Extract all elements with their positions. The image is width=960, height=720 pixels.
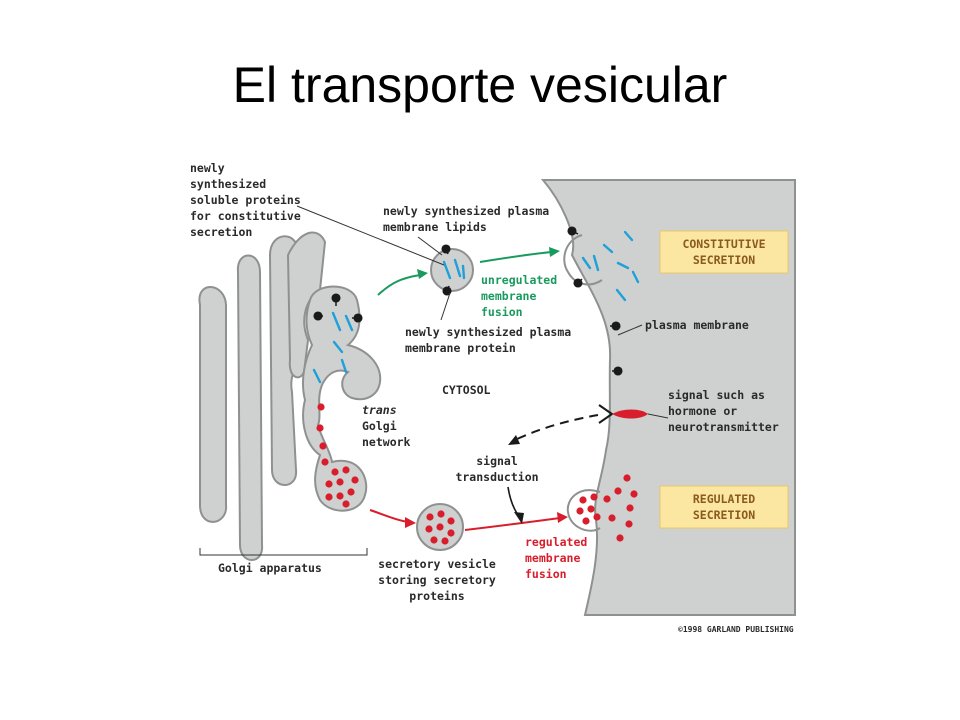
svg-text:proteins: proteins	[409, 589, 464, 603]
constitutive-secretion-box	[659, 230, 789, 274]
svg-text:membrane protein: membrane protein	[405, 341, 516, 355]
svg-text:membrane: membrane	[525, 551, 580, 565]
label-membrane-lipids: newly synthesized plasma membrane lipids	[383, 204, 549, 234]
leader-lines	[199, 205, 669, 556]
label-soluble-proteins: newly synthesized soluble proteins for c…	[190, 161, 301, 239]
svg-text:newly: newly	[190, 161, 225, 175]
label-secretory-vesicle: secretory vesicle storing secretory prot…	[378, 557, 496, 603]
svg-text:REGULATED: REGULATED	[693, 492, 755, 506]
constitutive-vesicle	[430, 248, 474, 292]
label-membrane-protein: newly synthesized plasma membrane protei…	[405, 325, 571, 355]
svg-text:Golgi: Golgi	[362, 419, 397, 433]
svg-text:SECRETION: SECRETION	[693, 253, 755, 267]
svg-text:secretion: secretion	[190, 225, 252, 239]
golgi-stack	[198, 231, 327, 561]
regulated-secretion-box	[659, 485, 789, 529]
secretory-granules	[316, 403, 638, 545]
label-regulated-fusion: regulated membrane fusion	[525, 535, 587, 581]
label-unregulated-fusion: unregulated membrane fusion	[481, 273, 557, 319]
trans-golgi-network	[302, 285, 382, 512]
regulated-arrows	[369, 509, 561, 531]
svg-text:unregulated: unregulated	[481, 273, 557, 287]
copyright-text: ©1998 GARLAND PUBLISHING	[678, 625, 794, 634]
svg-text:signal: signal	[476, 454, 518, 468]
svg-text:soluble proteins: soluble proteins	[190, 193, 301, 207]
signal-dashed-arrow	[514, 414, 599, 441]
label-plasma-membrane: plasma membrane	[645, 318, 749, 332]
constitutive-arrowheads	[417, 247, 560, 279]
svg-text:transduction: transduction	[455, 470, 538, 484]
svg-text:storing secretory: storing secretory	[378, 573, 496, 587]
svg-text:network: network	[362, 435, 411, 449]
label-cytosol: CYTOSOL	[442, 383, 491, 397]
page-title: El transporte vesicular	[232, 57, 728, 113]
regulated-arrowheads	[405, 512, 568, 528]
svg-text:trans: trans	[362, 403, 397, 417]
svg-text:neurotransmitter: neurotransmitter	[668, 420, 779, 434]
svg-text:synthesized: synthesized	[190, 177, 266, 191]
svg-text:CONSTITUTIVE: CONSTITUTIVE	[682, 237, 765, 251]
svg-text:regulated: regulated	[525, 535, 587, 549]
constitutive-arrows	[377, 251, 553, 296]
svg-text:fusion: fusion	[481, 305, 523, 319]
svg-text:hormone or: hormone or	[668, 404, 737, 418]
signal-arrowhead	[508, 435, 520, 445]
svg-text:secretory vesicle: secretory vesicle	[378, 557, 496, 571]
transduction-arrowhead	[514, 512, 524, 524]
svg-text:membrane: membrane	[481, 289, 536, 303]
regulated-fusion-pocket	[566, 489, 601, 532]
label-signal-transduction: signal transduction	[455, 454, 538, 484]
signal-molecule-icon	[612, 409, 648, 419]
svg-text:newly synthesized plasma: newly synthesized plasma	[383, 204, 549, 218]
svg-text:newly synthesized plasma: newly synthesized plasma	[405, 325, 571, 339]
constitutive-secretion-label: CONSTITUTIVE SECRETION	[682, 237, 765, 267]
svg-text:for constitutive: for constitutive	[190, 209, 301, 223]
lipid-dashes	[312, 230, 640, 384]
constitutive-fusion-pocket	[563, 234, 603, 286]
label-golgi-apparatus: Golgi apparatus	[218, 561, 322, 575]
svg-text:signal such as: signal such as	[668, 388, 765, 402]
label-signal: signal such as hormone or neurotransmitt…	[668, 388, 779, 434]
membrane-proteins	[313, 226, 623, 376]
regulated-secretion-label: REGULATED SECRETION	[693, 492, 755, 522]
label-trans-golgi: trans Golgi network	[362, 403, 411, 449]
svg-text:membrane lipids: membrane lipids	[383, 220, 487, 234]
svg-text:fusion: fusion	[525, 567, 567, 581]
svg-text:SECRETION: SECRETION	[693, 508, 755, 522]
